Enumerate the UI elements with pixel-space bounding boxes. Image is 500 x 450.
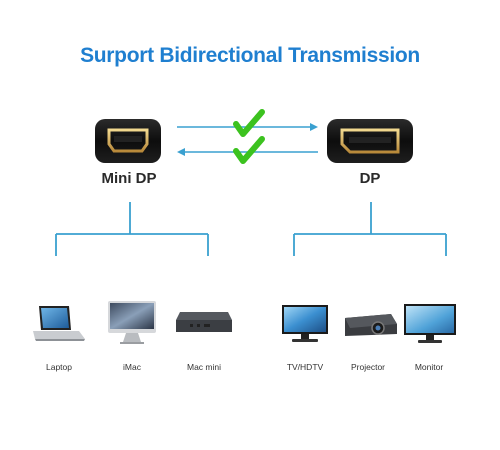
dp-label: DP [359,170,381,187]
check-icon [233,136,265,164]
laptop-label: Laptop [46,362,72,372]
monitor-icon [404,304,456,343]
check-icon [233,109,265,137]
monitor-label: Monitor [414,362,444,372]
mac-mini-icon [176,312,232,332]
projector-label: Projector [350,362,385,372]
diagram-title: Surport Bidirectional Transmission [80,44,420,67]
mac-mini-label: Mac mini [186,362,221,372]
imac-label: iMac [123,362,141,372]
tv-icon [282,305,328,342]
imac-icon [108,301,156,344]
tv-label: TV/HDTV [286,362,324,372]
mini-dp-label: Mini DP [101,170,157,187]
left-connection-tree [55,202,209,256]
dp-connector-icon [327,119,413,163]
laptop-icon [33,306,85,341]
mini-dp-connector-icon [95,119,161,163]
right-connection-tree [293,202,447,256]
projector-icon [345,314,397,336]
